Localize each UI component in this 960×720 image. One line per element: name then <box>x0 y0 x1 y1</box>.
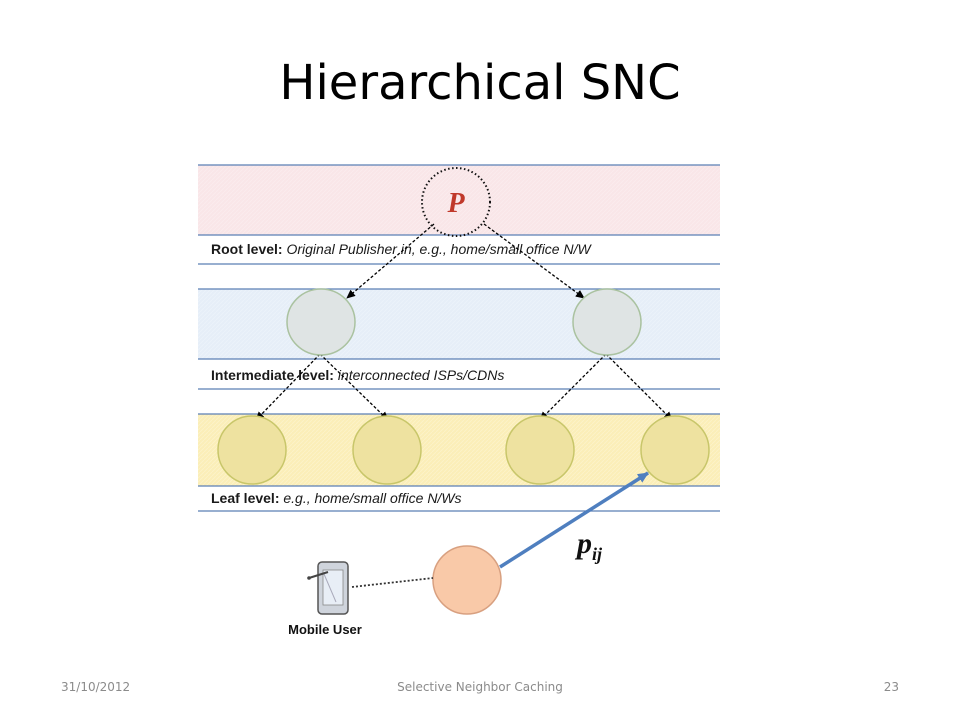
intermediate-node-right <box>572 288 642 356</box>
footer-page-number: 23 <box>883 680 899 694</box>
root-level-label: Root level: Original Publisher in, e.g.,… <box>211 241 592 257</box>
root-node-label: P <box>446 188 465 219</box>
footer-date: 31/10/2012 <box>61 680 131 694</box>
footer-title: Selective Neighbor Caching <box>397 680 563 694</box>
edge-user-to-leaf <box>499 471 649 569</box>
leaf-level-label: Leaf level: e.g., home/small office N/Ws <box>211 490 462 506</box>
leaf-node-3 <box>505 415 575 485</box>
intermediate-level-label: Intermediate level: interconnected ISPs/… <box>211 367 504 383</box>
edge-mid-left-to-leaf-1 <box>255 353 321 421</box>
edge-mid-left-to-leaf-2 <box>319 353 389 421</box>
leaf-node-1 <box>217 415 287 485</box>
leaf-node-4 <box>640 415 710 485</box>
edge-mid-right-to-leaf-4 <box>605 353 673 421</box>
edge-root-to-mid-right <box>483 223 585 299</box>
slide-title: Hierarchical SNC <box>279 55 681 111</box>
edge-phone-to-user-node <box>351 577 434 588</box>
edge-root-to-mid-left <box>346 223 435 299</box>
mobile-user-label: Mobile User <box>288 622 362 637</box>
edge-mid-right-to-leaf-3 <box>539 353 607 421</box>
intermediate-node-left <box>286 288 356 356</box>
root-node <box>421 167 491 237</box>
mobile-phone-icon <box>307 561 349 615</box>
user-access-node <box>432 545 502 615</box>
leaf-node-2 <box>352 415 422 485</box>
edge-label-pij: pij <box>574 527 603 564</box>
